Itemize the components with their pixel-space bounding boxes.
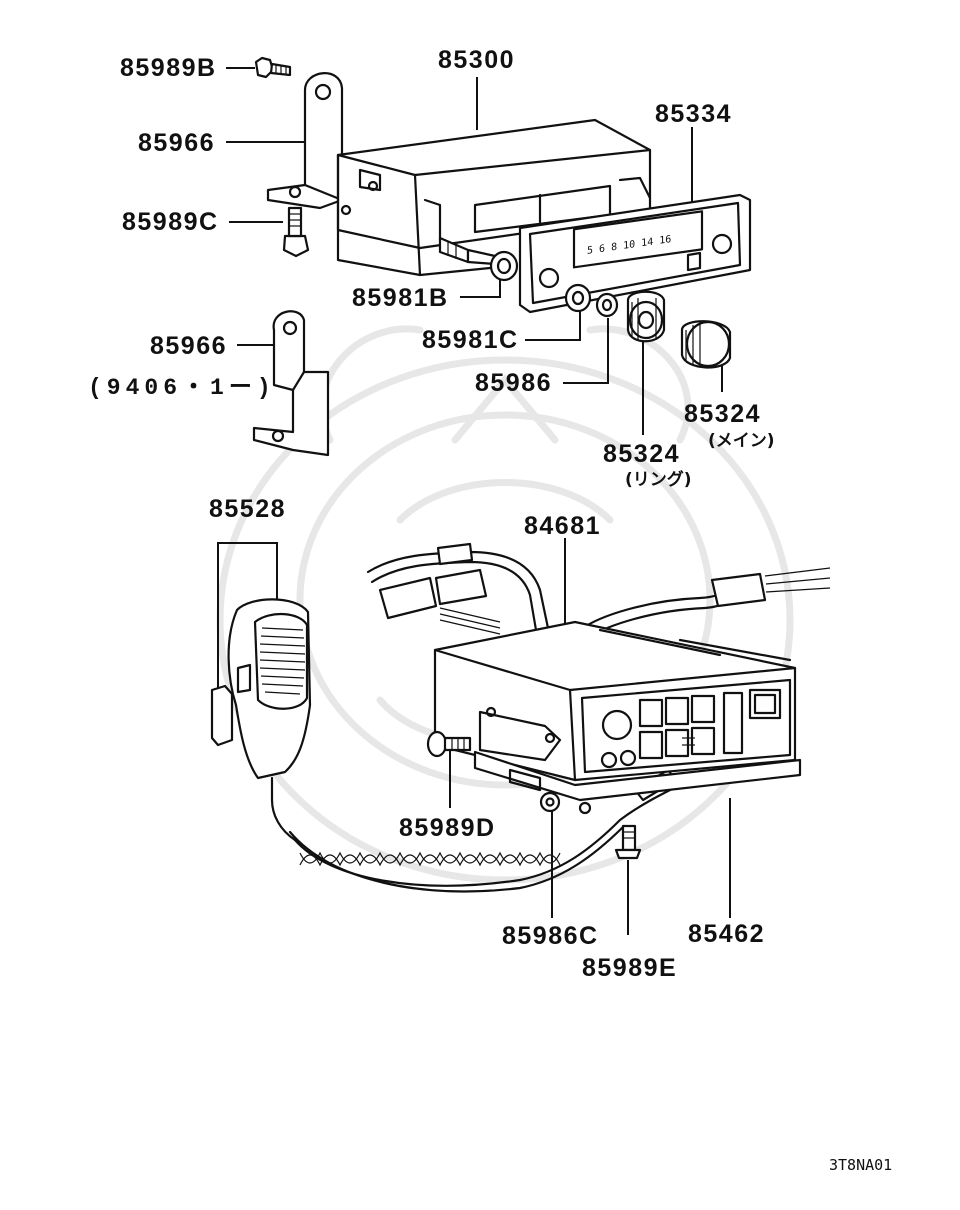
faceplate-85334: [518, 193, 752, 314]
label-85989e: 85989E: [582, 954, 678, 982]
bolt-85989d: [426, 730, 472, 758]
microphone-85528: [210, 598, 682, 893]
nut-85986c: [539, 791, 561, 813]
label-main-subtitle: (メイン): [708, 431, 775, 451]
label-85989b: 85989B: [120, 54, 217, 82]
label-date-note: (9406・1ー): [88, 375, 276, 401]
harness-84681: [366, 542, 831, 642]
microphone-grille: [259, 627, 306, 695]
label-85989d: 85989D: [399, 814, 496, 842]
figure-code: 3T8NA01: [829, 1156, 893, 1174]
label-85324-main: 85324: [684, 400, 762, 428]
label-85966-upper: 85966: [138, 129, 216, 157]
label-85981c: 85981C: [422, 326, 519, 354]
knob-85324-ring: [626, 290, 666, 343]
transceiver-unit: [433, 620, 802, 815]
bolt-85989e: [614, 824, 642, 860]
coiled-cord: [299, 851, 561, 867]
label-85528: 85528: [209, 495, 287, 523]
bracket-85966-upper: [266, 72, 344, 210]
nut-85986: [595, 292, 619, 318]
washer-85981c: [564, 283, 592, 313]
label-85300: 85300: [438, 46, 516, 74]
label-85981b: 85981B: [352, 284, 449, 312]
label-85986: 85986: [475, 369, 553, 397]
label-84681: 84681: [524, 512, 602, 540]
label-85989c: 85989C: [122, 208, 219, 236]
leader-lines: [217, 67, 731, 935]
radio-shaft: [438, 236, 497, 266]
washer-85981b: [489, 250, 519, 282]
bolt-85989b: [254, 56, 292, 79]
label-85334: 85334: [655, 100, 733, 128]
label-ring-subtitle: (リング): [625, 470, 692, 490]
transceiver-panel: [580, 678, 792, 774]
bracket-85966-lower: [252, 310, 330, 457]
label-85324-ring: 85324: [603, 440, 681, 468]
bolt-85989c: [282, 206, 310, 258]
label-85462: 85462: [688, 920, 766, 948]
knob-85324-main: [680, 320, 732, 369]
radio-cage-85300: [336, 118, 652, 277]
label-85966-lower: 85966: [150, 332, 228, 360]
label-85986c: 85986C: [502, 922, 599, 950]
